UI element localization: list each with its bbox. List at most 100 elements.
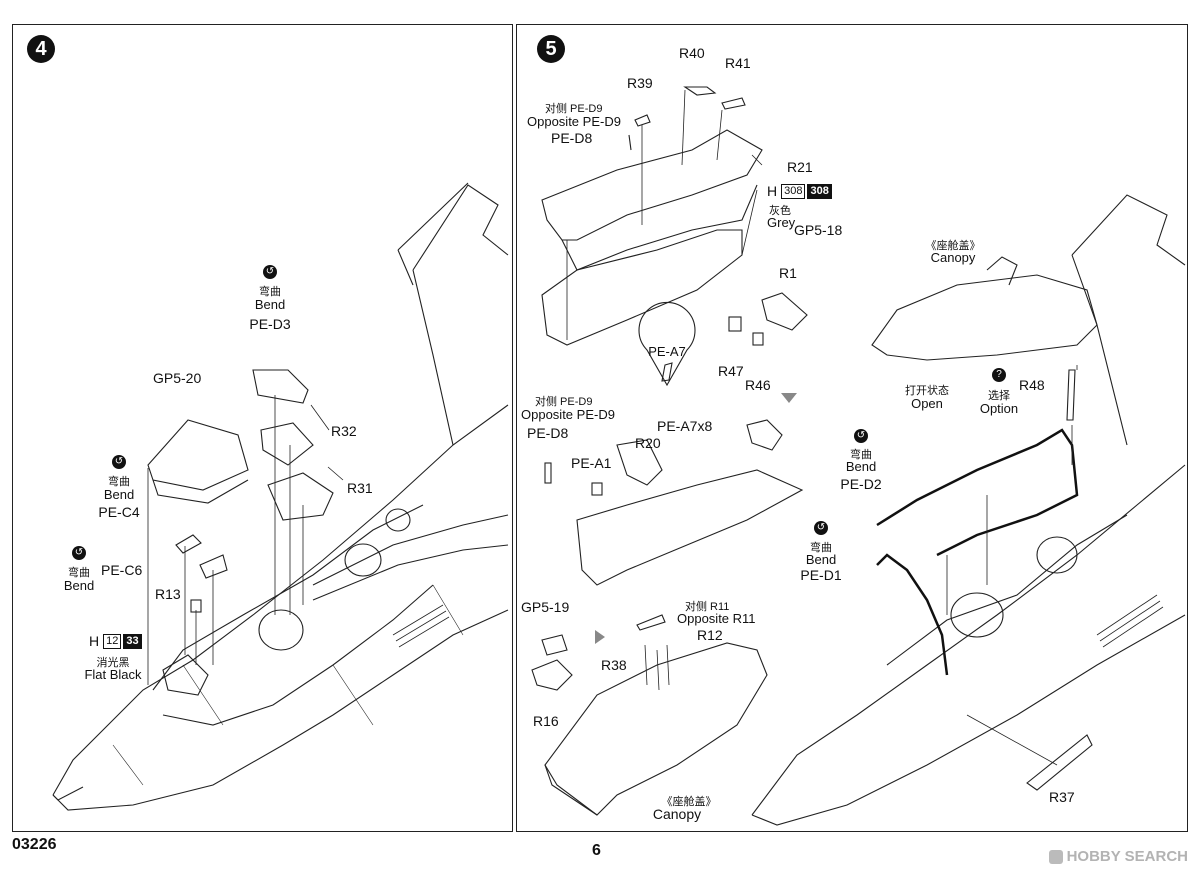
step-5-diagram xyxy=(531,86,1186,826)
pe-c6-part xyxy=(199,554,228,579)
paint-code: H 308 308 xyxy=(767,183,832,199)
paint-name-cn: 灰色 xyxy=(769,205,791,217)
paint-name-en: Grey xyxy=(767,215,796,230)
bend-arrow-icon: ↺ xyxy=(112,455,126,469)
opposite-label-cn: 对侧 PE-D9 xyxy=(545,103,603,115)
part-label-pe-d3: PE-D3 xyxy=(249,316,291,332)
step-5-panel: 5 xyxy=(516,24,1188,832)
front-seat xyxy=(950,592,1004,638)
r39-part xyxy=(634,114,651,127)
r1-part xyxy=(761,292,808,331)
paint-code: H 12 33 xyxy=(89,633,142,649)
bend-label-cn: 弯曲 xyxy=(259,286,281,298)
canopy-caption-cn: 《座舱盖》 xyxy=(661,796,717,808)
bend-arrow-icon: ↺ xyxy=(72,546,86,560)
r40-part xyxy=(683,86,717,96)
flip-arrow-icon xyxy=(781,393,797,403)
bend-label-cn: 弯曲 xyxy=(68,567,90,579)
part-label-gp5-18: GP5-18 xyxy=(794,222,843,238)
bend-label-en: Bend xyxy=(805,552,837,567)
question-icon: ? xyxy=(992,368,1006,382)
part-label-pe-a1: PE-A1 xyxy=(571,455,612,471)
bend-label-en: Bend xyxy=(63,578,95,593)
r16-part xyxy=(531,659,573,691)
part-label-r37: R37 xyxy=(1049,789,1075,805)
part-label-r12: R12 xyxy=(697,627,723,643)
r31-part xyxy=(267,472,334,521)
part-label-r32: R32 xyxy=(331,423,357,439)
bend-arrow-icon: ↺ xyxy=(854,429,868,443)
step-number-badge: 4 xyxy=(27,35,55,63)
canopy-open xyxy=(871,274,1098,361)
canopy-caption-en: Canopy xyxy=(652,806,702,822)
part-label-r39: R39 xyxy=(627,75,653,91)
part-label-r21: R21 xyxy=(787,159,813,175)
option-label-cn: 选择 xyxy=(988,390,1010,402)
part-label-pe-d8: PE-D8 xyxy=(551,130,593,146)
bend-label-en: Bend xyxy=(254,297,286,312)
watermark-logo-icon xyxy=(1048,849,1063,864)
aircraft-tail-fin xyxy=(1071,194,1186,266)
bend-label-en: Bend xyxy=(103,487,135,502)
paint-name-en: Flat Black xyxy=(84,667,142,682)
front-seat xyxy=(258,609,304,651)
pe-d1-wire xyxy=(876,553,949,676)
gp5-19-part xyxy=(541,634,568,656)
watermark-text: HOBBY SEARCH xyxy=(1066,848,1188,865)
part-label-r48: R48 xyxy=(1019,377,1045,393)
bend-label-cn: 弯曲 xyxy=(810,542,832,554)
aircraft-fuselage-bottom xyxy=(751,614,1186,826)
open-label-en: Open xyxy=(911,396,943,411)
part-label-r46: R46 xyxy=(745,377,771,393)
part-label-r1: R1 xyxy=(779,265,797,281)
pe-d2-wire xyxy=(876,428,1079,557)
bend-label-cn: 弯曲 xyxy=(850,449,872,461)
windscreen-part xyxy=(147,419,249,491)
watermark: HOBBY SEARCH xyxy=(1048,848,1188,865)
bend-arrow-icon: ↺ xyxy=(263,265,277,279)
pe-d3-part xyxy=(252,369,309,404)
bend-label-en: Bend xyxy=(845,459,877,474)
tail-fin xyxy=(412,184,509,446)
r32-part xyxy=(260,422,314,466)
part-label-pe-c4: PE-C4 xyxy=(98,504,140,520)
pe-c4-part xyxy=(175,534,202,554)
r46-part xyxy=(752,332,764,346)
part-label-pe-d1: PE-D1 xyxy=(800,567,842,583)
aircraft-fuselage-top xyxy=(751,464,1186,816)
bend-label-cn: 弯曲 xyxy=(108,476,130,488)
part-label-gp5-19: GP5-19 xyxy=(521,599,570,615)
part-label-r38: R38 xyxy=(601,657,627,673)
part-label-r40: R40 xyxy=(679,45,705,61)
part-label-r16: R16 xyxy=(533,713,559,729)
rear-seat xyxy=(344,543,382,577)
product-code: 03226 xyxy=(12,836,57,853)
canopy-caption-en: Canopy xyxy=(930,250,976,265)
part-label-pe-c6: PE-C6 xyxy=(101,562,143,578)
opposite-label-en: Opposite R11 xyxy=(677,611,756,626)
paint-name-cn: 消光黑 xyxy=(96,657,130,669)
step-number-badge: 5 xyxy=(537,35,565,63)
part-label-pe-a7: PE-A7 xyxy=(648,344,686,359)
part-label-r41: R41 xyxy=(725,55,751,71)
opposite-label-en: Opposite PE-D9 xyxy=(521,407,615,422)
canopy-frame-r21 xyxy=(541,129,763,241)
bend-arrow-icon: ↺ xyxy=(814,521,828,535)
open-label-cn: 打开状态 xyxy=(905,385,949,397)
part-label-r13: R13 xyxy=(155,586,181,602)
part-label-gp5-20: GP5-20 xyxy=(153,370,202,386)
fuselage-top-line xyxy=(52,404,509,796)
option-label-en: Option xyxy=(979,401,1019,416)
pe-a7-callout xyxy=(638,301,696,387)
opposite-label-en: Opposite PE-D9 xyxy=(527,114,621,129)
page-number: 6 xyxy=(592,842,601,859)
canopy-bottom xyxy=(544,642,768,816)
canopy-caption-cn: 《座舱盖》 xyxy=(925,240,981,252)
step-4-panel: 4 xyxy=(12,24,513,832)
flip-arrow-icon xyxy=(595,630,605,644)
part-label-r47: R47 xyxy=(718,363,744,379)
part-label-pe-d2: PE-D2 xyxy=(840,476,882,492)
rear-seat xyxy=(1036,536,1078,574)
r48-part xyxy=(1066,369,1076,421)
part-label-pe-a7x8: PE-A7x8 xyxy=(657,418,713,434)
